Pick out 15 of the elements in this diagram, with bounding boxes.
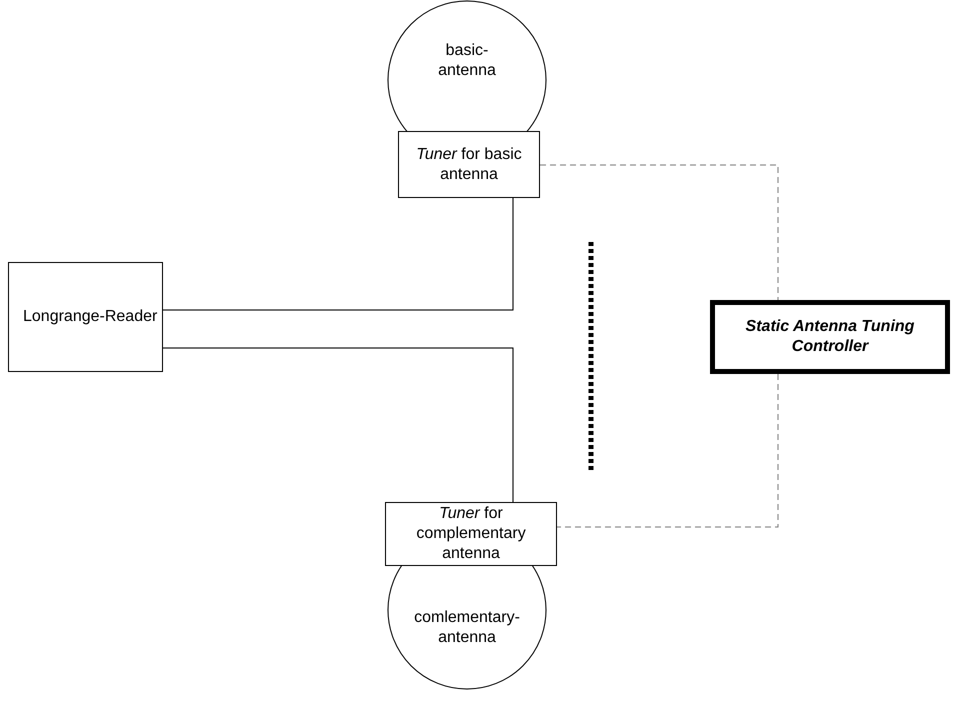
node-label: basic-antenna (437, 40, 497, 80)
process-box (398, 131, 540, 198)
connector-line (162, 198, 514, 310)
dotted-connector (588, 242, 594, 470)
process-box (385, 502, 557, 566)
node-label: Tuner for complementary antenna (415, 504, 527, 564)
node-label: Longrange-Reader (23, 307, 158, 327)
node-label: Tuner for basic antenna (415, 144, 523, 184)
controller-box (710, 300, 950, 374)
node-label: comlementary-antenna (413, 608, 521, 648)
process-box (8, 262, 163, 372)
connector-line (162, 348, 514, 502)
dashed-connector (540, 164, 778, 300)
dashed-connector (556, 374, 778, 528)
node-label: Static Antenna Tuning Controller (744, 317, 916, 357)
